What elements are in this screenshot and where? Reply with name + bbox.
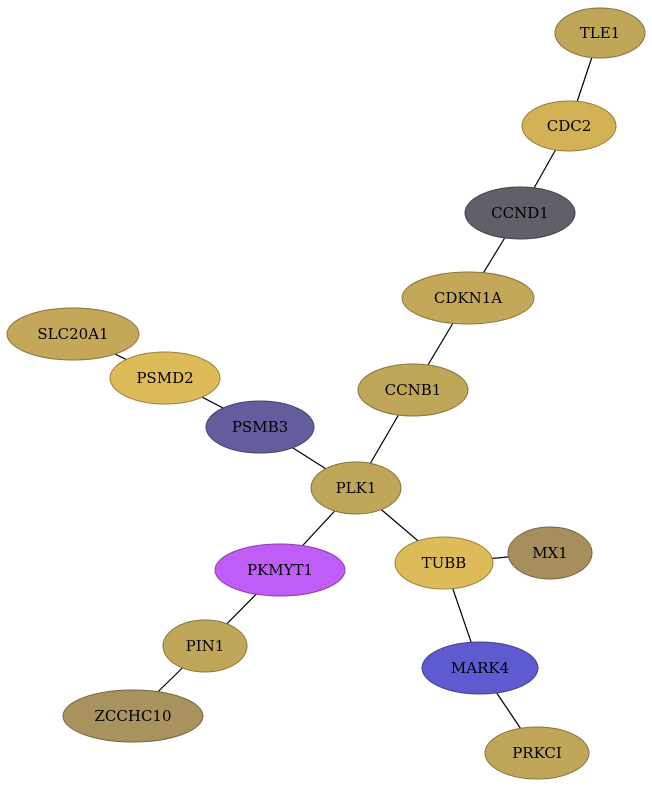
node-shape [109, 351, 221, 405]
node-label: PLK1 [336, 479, 377, 497]
node-pkmyt1[interactable]: PKMYT1 [214, 543, 346, 597]
node-label: SLC20A1 [37, 325, 108, 343]
node-shape [357, 363, 469, 417]
node-shape [310, 461, 402, 515]
node-label: MARK4 [451, 659, 509, 677]
node-label: CCND1 [491, 204, 549, 222]
node-label: CDKN1A [434, 289, 502, 307]
node-tubb[interactable]: TUBB [394, 536, 494, 590]
node-label: ZCCHC10 [94, 707, 171, 725]
node-shape [214, 543, 346, 597]
node-shape [205, 400, 315, 454]
node-prkci[interactable]: PRKCI [484, 726, 590, 780]
node-ccnd1[interactable]: CCND1 [464, 186, 576, 240]
node-shape [464, 186, 576, 240]
node-shape [6, 307, 140, 361]
node-pin1[interactable]: PIN1 [162, 619, 248, 673]
node-cdkn1a[interactable]: CDKN1A [401, 271, 535, 325]
node-tle1[interactable]: TLE1 [554, 7, 646, 59]
node-shape [62, 689, 204, 743]
node-psmd2[interactable]: PSMD2 [109, 351, 221, 405]
node-shape [394, 536, 494, 590]
node-shape [401, 271, 535, 325]
node-mark4[interactable]: MARK4 [421, 641, 539, 695]
node-label: MX1 [532, 544, 568, 562]
node-zcchc10[interactable]: ZCCHC10 [62, 689, 204, 743]
node-mx1[interactable]: MX1 [507, 526, 593, 580]
node-label: PSMB3 [232, 418, 288, 436]
node-shape [421, 641, 539, 695]
node-shape [554, 7, 646, 59]
node-shape [484, 726, 590, 780]
node-ccnb1[interactable]: CCNB1 [357, 363, 469, 417]
node-cdc2[interactable]: CDC2 [521, 100, 617, 152]
node-shape [521, 100, 617, 152]
node-plk1[interactable]: PLK1 [310, 461, 402, 515]
node-label: TLE1 [580, 24, 620, 42]
node-label: PRKCI [512, 744, 562, 762]
node-slc20a1[interactable]: SLC20A1 [6, 307, 140, 361]
node-label: PKMYT1 [247, 561, 313, 579]
node-shape [507, 526, 593, 580]
node-psmb3[interactable]: PSMB3 [205, 400, 315, 454]
node-shape [162, 619, 248, 673]
node-label: CCNB1 [385, 381, 442, 399]
node-label: PIN1 [186, 637, 225, 655]
node-label: PSMD2 [136, 369, 193, 387]
node-label: TUBB [422, 554, 467, 572]
node-label: CDC2 [547, 117, 592, 135]
